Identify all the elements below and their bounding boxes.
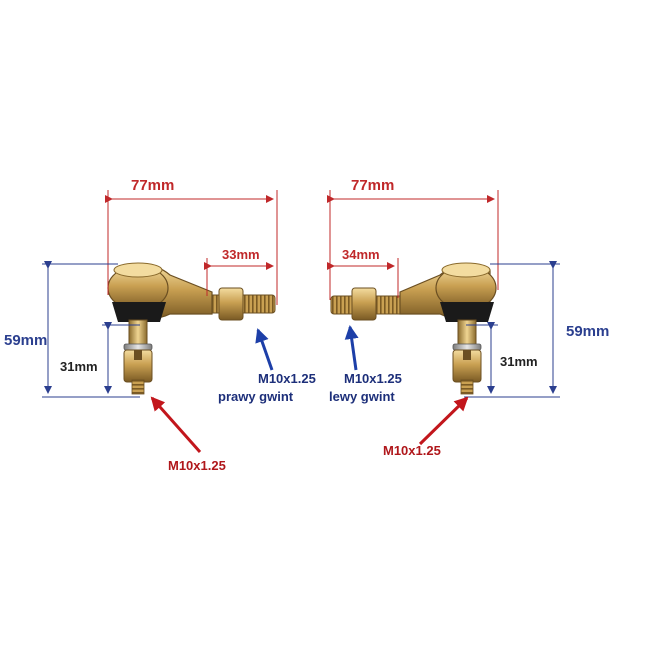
left-rubber-boot (112, 302, 166, 322)
right-thread-label: M10x1.25 (344, 371, 402, 386)
right-stud-label: 31mm (500, 354, 538, 369)
left-thread-note: prawy gwint (218, 389, 294, 404)
left-stud (128, 319, 148, 347)
right-length-label: 77mm (351, 177, 395, 194)
right-thread-callout-arrow (344, 325, 359, 371)
left-height-label: 59mm (4, 332, 48, 349)
left-stud-thread (131, 379, 145, 395)
left-thread-callout-arrow (255, 328, 274, 371)
right-shank-label: 34mm (342, 247, 380, 262)
right-shank-nut (351, 287, 377, 321)
right-stud-thread-label: M10x1.25 (383, 443, 441, 458)
left-length-label: 77mm (131, 177, 175, 194)
right-rubber-boot (440, 302, 494, 322)
right-thread-note: lewy gwint (329, 389, 395, 404)
left-dimensions (42, 190, 278, 398)
left-stud-label: 31mm (60, 359, 98, 374)
right-stud (457, 319, 477, 347)
right-height-label: 59mm (566, 323, 610, 340)
left-shank-label: 33mm (222, 247, 260, 262)
left-shank-nut (218, 287, 244, 321)
right-stud-thread (460, 379, 474, 395)
left-stud-thread-label: M10x1.25 (168, 458, 226, 473)
right-tie-rod-end (330, 262, 497, 395)
left-stud-callout-arrow (150, 396, 202, 453)
right-dimensions (327, 190, 560, 398)
left-tie-rod-end (107, 262, 276, 395)
right-stud-callout-arrow (418, 396, 469, 446)
left-thread-label: M10x1.25 (258, 371, 316, 386)
